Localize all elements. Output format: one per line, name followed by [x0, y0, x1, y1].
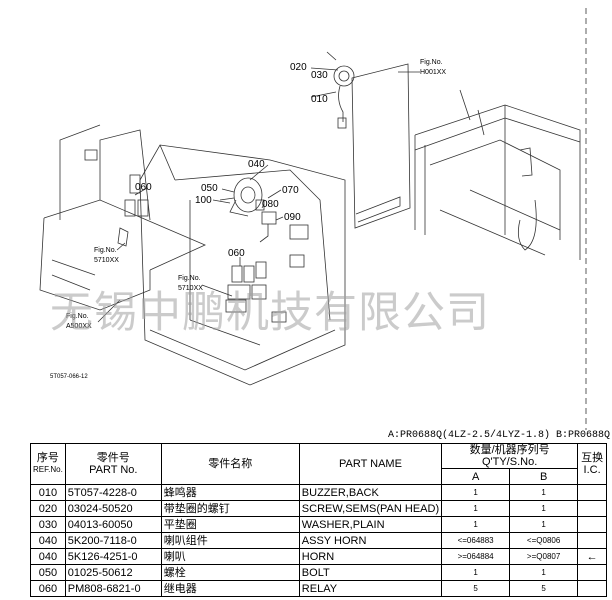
row-name-cn: 带垫圈的螺钉 [160, 500, 300, 517]
row-part-no: 04013-60050 [64, 516, 162, 533]
row-qty-b: 1 [509, 484, 579, 501]
row-name-en: RELAY [298, 580, 443, 597]
row-part-no: 5K126-4251-0 [64, 548, 162, 565]
callout-060-center: 060 [228, 248, 245, 259]
fig-ref-h001-label: Fig.No. [420, 59, 443, 66]
row-qty-b: >=Q0807 [509, 548, 579, 565]
table-row: 040 5K200-7118-0 喇叭组件 ASSY HORN <=064883… [30, 532, 608, 549]
row-ref: 040 [30, 548, 66, 565]
callout-080: 080 [262, 199, 279, 210]
row-qty-a: 1 [441, 500, 511, 517]
row-qty-a: >=064884 [441, 548, 511, 565]
callout-010: 010 [311, 94, 328, 105]
row-qty-b: 5 [509, 580, 579, 597]
row-ref: 020 [30, 500, 66, 517]
header-name-en: PART NAME [298, 443, 443, 485]
header-ic: 互换 I.C. [577, 443, 608, 485]
row-ic [577, 500, 608, 517]
row-qty-a: 1 [441, 564, 511, 581]
table-row: 060 PM808-6821-0 继电器 RELAY 5 5 [30, 580, 608, 597]
row-ic [577, 484, 608, 501]
header-ref-en: REF.No. [33, 465, 63, 474]
row-name-en: SCREW,SEMS(PAN HEAD) [298, 500, 443, 517]
table-row: 050 01025-50612 螺栓 BOLT 1 1 [30, 564, 608, 581]
fig-ref-a500-label: Fig.No. [66, 313, 89, 320]
callout-100: 100 [195, 195, 212, 206]
callout-030: 030 [311, 70, 328, 81]
row-qty-b: <=Q0806 [509, 532, 579, 549]
row-name-en: WASHER,PLAIN [298, 516, 443, 533]
row-part-no: 5T057-4228-0 [64, 484, 162, 501]
interchange-arrow-icon: ← [577, 548, 608, 565]
row-part-no: 03024-50520 [64, 500, 162, 517]
row-qty-a: 5 [441, 580, 511, 597]
row-ref: 030 [30, 516, 66, 533]
table-row: 020 03024-50520 带垫圈的螺钉 SCREW,SEMS(PAN HE… [30, 500, 608, 517]
row-ref: 050 [30, 564, 66, 581]
row-ref: 010 [30, 484, 66, 501]
row-part-no: 5K200-7118-0 [64, 532, 162, 549]
header-part-en: PART No. [89, 464, 138, 476]
row-part-no: PM808-6821-0 [64, 580, 162, 597]
row-ic [577, 532, 608, 549]
callout-020: 020 [290, 62, 307, 73]
fig-ref-h001-code: H001XX [420, 69, 446, 76]
fig-ref-5710-left-code: 5710XX [94, 257, 119, 264]
row-ref: 040 [30, 532, 66, 549]
row-name-en: BOLT [298, 564, 443, 581]
header-ic-en: I.C. [583, 464, 601, 476]
row-name-cn: 螺栓 [160, 564, 300, 581]
header-part-cn: 零件号 [96, 452, 130, 464]
header-col-b: B [509, 468, 579, 485]
row-qty-a: 1 [441, 484, 511, 501]
row-qty-b: 1 [509, 500, 579, 517]
row-ic [577, 564, 608, 581]
fig-ref-5710-left-label: Fig.No. [94, 247, 117, 254]
row-name-cn: 喇叭组件 [160, 532, 300, 549]
row-name-en: HORN [298, 548, 443, 565]
fig-ref-5710-center-code: 5710XX [178, 285, 203, 292]
row-name-cn: 蜂鸣器 [160, 484, 300, 501]
callout-040: 040 [248, 159, 265, 170]
header-ref: 序号 REF.No. [30, 443, 66, 485]
header-col-a: A [441, 468, 511, 485]
header-ref-cn: 序号 [36, 452, 59, 464]
table-row: 010 5T057-4228-0 蜂鸣器 BUZZER,BACK 1 1 [30, 484, 608, 501]
row-ic [577, 516, 608, 533]
model-note: A:PR0688Q(4LZ-2.5/4LYZ-1.8) B:PR0688Q [388, 430, 611, 441]
row-name-cn: 继电器 [160, 580, 300, 597]
header-qty-cn: 数量/机器序列号 [469, 444, 550, 457]
row-qty-b: 1 [509, 564, 579, 581]
watermark: 无锡中鹏机技有限公司 [50, 288, 490, 338]
row-ic [577, 580, 608, 597]
row-name-cn: 喇叭 [160, 548, 300, 565]
header-part: 零件号 PART No. [64, 443, 162, 485]
row-qty-a: 1 [441, 516, 511, 533]
callout-090: 090 [284, 212, 301, 223]
row-part-no: 01025-50612 [64, 564, 162, 581]
callout-070: 070 [282, 185, 299, 196]
row-qty-a: <=064883 [441, 532, 511, 549]
callout-050: 050 [201, 183, 218, 194]
header-name-cn: 零件名称 [160, 443, 300, 485]
fig-ref-a500-code: A500XX [66, 323, 92, 330]
row-qty-b: 1 [509, 516, 579, 533]
fig-ref-5710-center-label: Fig.No. [178, 275, 201, 282]
table-row: 040 5K126-4251-0 喇叭 HORN >=064884 >=Q080… [30, 548, 608, 565]
row-name-cn: 平垫圈 [160, 516, 300, 533]
table-row: 030 04013-60050 平垫圈 WASHER,PLAIN 1 1 [30, 516, 608, 533]
row-name-en: ASSY HORN [298, 532, 443, 549]
parts-diagram: 020 030 010 040 050 100 070 080 090 060 … [39, 8, 587, 430]
row-ref: 060 [30, 580, 66, 597]
callout-060-left: 060 [135, 182, 152, 193]
drawing-code: 5T057-066-12 [50, 374, 88, 380]
row-name-en: BUZZER,BACK [298, 484, 443, 501]
header-ic-cn: 互换 [581, 452, 604, 464]
parts-table: 序号 REF.No. 零件号 PART No. 零件名称 PART NAME 数… [30, 443, 608, 597]
header-qty-en: Q'TY/S.No. [481, 456, 538, 468]
header-qty: 数量/机器序列号 Q'TY/S.No. [441, 443, 579, 469]
